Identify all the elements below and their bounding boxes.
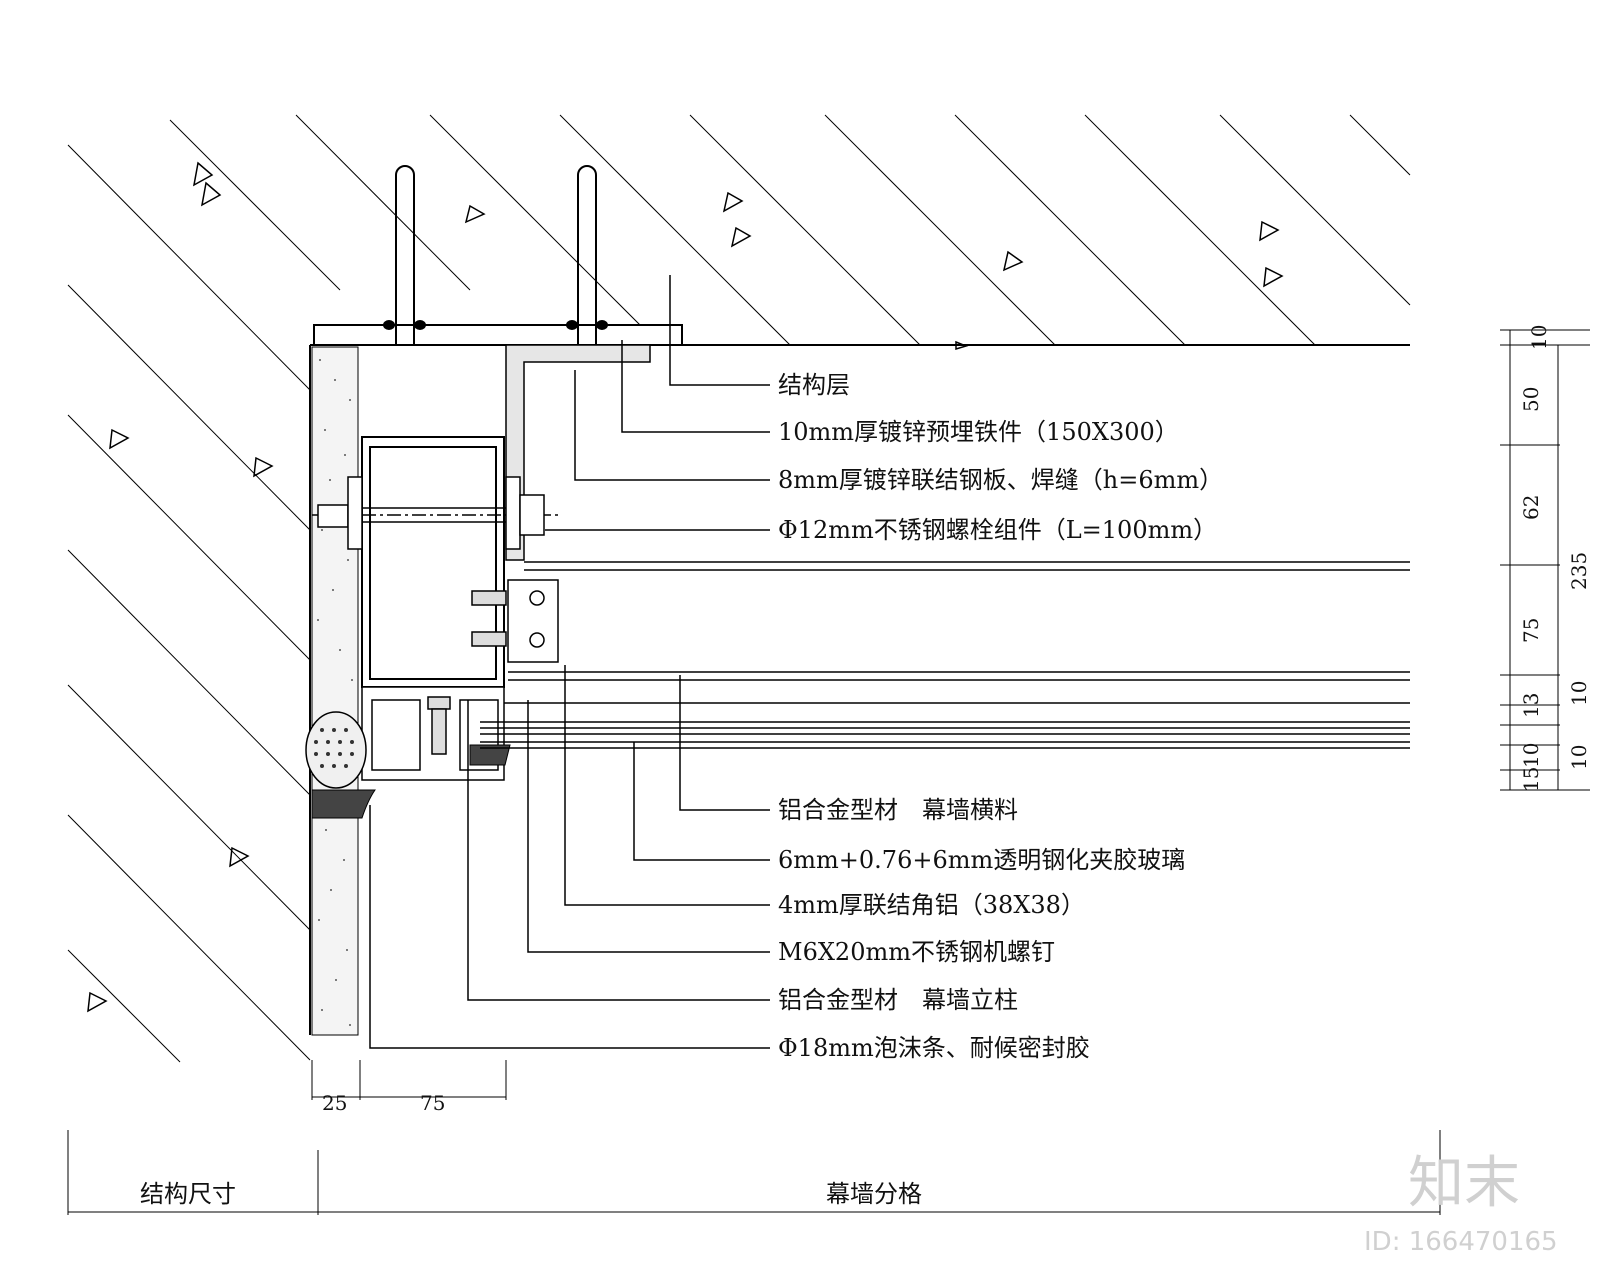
footer-dimension-lines [67,1130,1441,1215]
right-dimension-lines [1500,329,1590,791]
callout-bolt: Φ12mm不锈钢螺栓组件（L=100mm） [778,516,1217,544]
callout-embedded-plate: 10mm厚镀锌预埋铁件（150X300） [778,418,1179,446]
dim-10-b: 10 [1519,743,1543,768]
callout-steel-plate: 8mm厚镀锌联结钢板、焊缝（h=6mm） [778,466,1223,494]
dim-10-top: 10 [1527,325,1551,350]
callout-angle-aluminum: 4mm厚联结角铝（38X38） [778,891,1085,919]
callout-transom: 铝合金型材 幕墙横料 [778,796,1018,824]
dim-75-bottom: 75 [420,1091,445,1115]
embedded-plate [313,165,683,346]
weld-beads [383,320,608,330]
watermark-id: ID: 166470165 [1364,1227,1558,1257]
bottom-dimension-lines [311,1060,507,1100]
concrete-hatch [67,114,1411,1063]
mullion-profile [361,436,505,688]
dim-15: 15 [1519,767,1543,792]
aggregate-marks [87,161,1284,1013]
callout-foam-sealant: Φ18mm泡沫条、耐候密封胶 [778,1034,1090,1062]
angle-aluminum [471,579,559,663]
watermark-logo: 知末 [1408,1151,1520,1216]
dim-50: 50 [1519,387,1543,412]
callout-labels: 结构层 10mm厚镀锌预埋铁件（150X300） 8mm厚镀锌联结钢板、焊缝（h… [778,371,1223,1062]
dim-62: 62 [1519,495,1543,520]
callout-mullion: 铝合金型材 幕墙立柱 [778,986,1018,1014]
transom-lines [504,561,1410,704]
right-dimension-texts: 10 50 62 75 235 13 10 10 10 15 [1519,325,1591,792]
bolt-assembly [312,476,560,550]
dim-13: 13 [1519,693,1543,718]
footer-curtain-wall-grid: 幕墙分格 [826,1180,922,1208]
dim-75: 75 [1519,618,1543,643]
dim-25: 25 [322,1091,347,1115]
dim-235: 235 [1567,552,1591,590]
leader-lines [369,275,770,1049]
callout-structure-layer: 结构层 [778,371,850,399]
dim-10-c: 10 [1567,745,1591,770]
laminated-glass [480,721,1410,749]
footer-structure-size: 结构尺寸 [140,1180,236,1208]
plaster-layer [311,346,359,1036]
callout-glass: 6mm+0.76+6mm透明钢化夹胶玻璃 [778,846,1185,874]
foam-rod-sealant [305,711,511,819]
m6-screw [427,696,451,755]
dim-10-a: 10 [1567,681,1591,706]
callout-machine-screw: M6X20mm不锈钢机螺钉 [778,938,1055,966]
